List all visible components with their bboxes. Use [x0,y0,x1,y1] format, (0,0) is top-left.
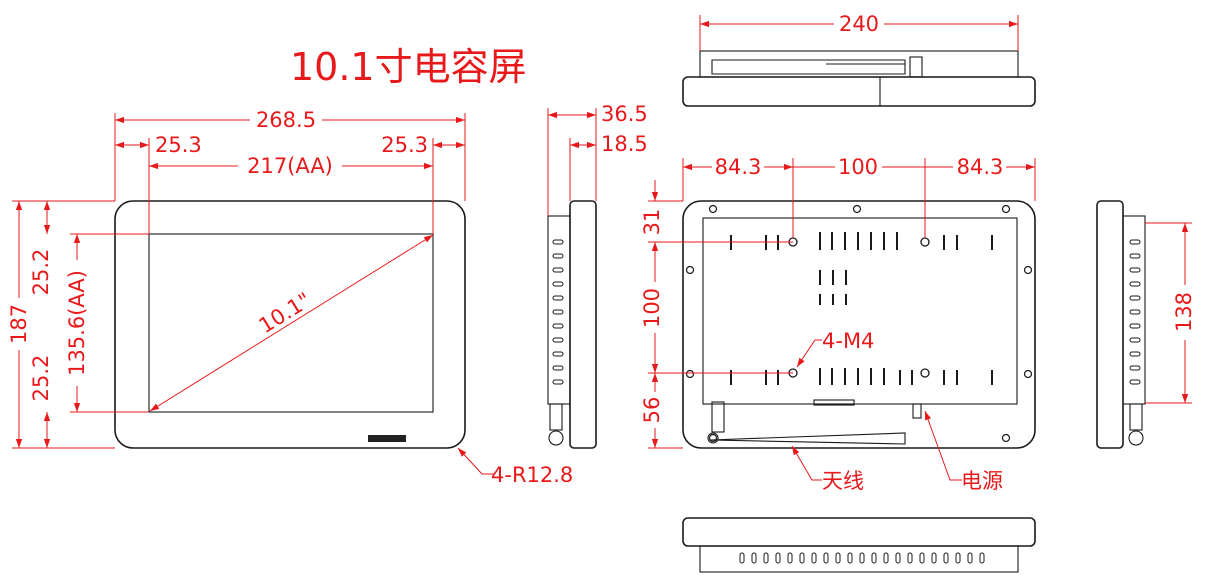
bezel-right-label: 25.3 [381,133,428,157]
bezel-bottom-label: 25.2 [29,355,53,402]
bottom-offset-label: 56 [640,397,664,424]
right-side-view: 138 [1096,200,1196,449]
antenna-hinge [711,401,725,433]
hole-left-label: 84.3 [715,155,762,179]
right-height-label: 138 [1172,292,1196,332]
side-view: 36.5 18.5 [547,102,648,449]
right-side-front-panel [1096,200,1124,449]
body-depth-label: 18.5 [601,132,648,156]
overall-width-label: 268.5 [256,108,316,132]
mount-holes-label: 4-M4 [822,329,874,353]
bezel-left-label: 25.3 [155,133,202,157]
side-vent-slots [552,239,564,385]
overall-height-label: 187 [7,304,31,344]
corner-radius-label: 4-R12.8 [491,463,573,487]
rear-plate [702,217,1018,405]
rear-panel-outline [682,200,1036,449]
rear-view: 84.3 100 84.3 31 100 56 4-M4 天线 电源 [640,155,1036,493]
mount-holes [788,237,930,378]
side-front-panel [569,200,597,449]
hole-spacing-label: 100 [838,155,878,179]
hole-vertical-label: 100 [640,288,664,328]
active-area-outline [148,233,434,413]
side-antenna-knob [548,430,564,446]
bottom-rear-housing [699,545,1019,573]
drawing-title: 10.1寸电容屏 [290,45,527,89]
bottom-view [682,517,1036,573]
rear-vent-slots-middle [819,270,847,305]
rear-connector [813,399,855,406]
total-depth-label: 36.5 [601,102,648,126]
rear-vent-slots-top [730,232,993,250]
antenna-label: 天线 [822,469,864,493]
active-width-label: 217(AA) [247,154,333,178]
top-view: 240 [682,12,1036,107]
antenna [709,432,906,445]
rear-vent-slots-bottom [730,368,993,385]
bottom-front-panel [682,517,1036,547]
top-power-port [909,56,923,78]
hole-right-label: 84.3 [957,155,1004,179]
speaker-grille [368,435,406,442]
bezel-top-label: 25.2 [29,249,53,296]
side-antenna-base [549,403,563,431]
bottom-vent-slots [739,552,985,564]
power-label: 电源 [961,469,1003,493]
top-offset-label: 31 [640,209,664,236]
top-antenna [711,59,906,75]
active-height-label: 135.6(AA) [65,270,89,376]
power-port [912,403,922,419]
rear-screws [685,204,1033,443]
front-view: 10.1" 268.5 25.3 25.3 217(AA) 187 25.2 2… [7,108,573,487]
diagonal-label: 10.1" [255,288,316,338]
top-width-label: 240 [839,12,879,36]
top-rear-housing [699,50,1019,78]
top-front-panel [682,76,1036,107]
front-bezel-outline [114,200,466,449]
diagonal-dimension-line [149,234,434,412]
